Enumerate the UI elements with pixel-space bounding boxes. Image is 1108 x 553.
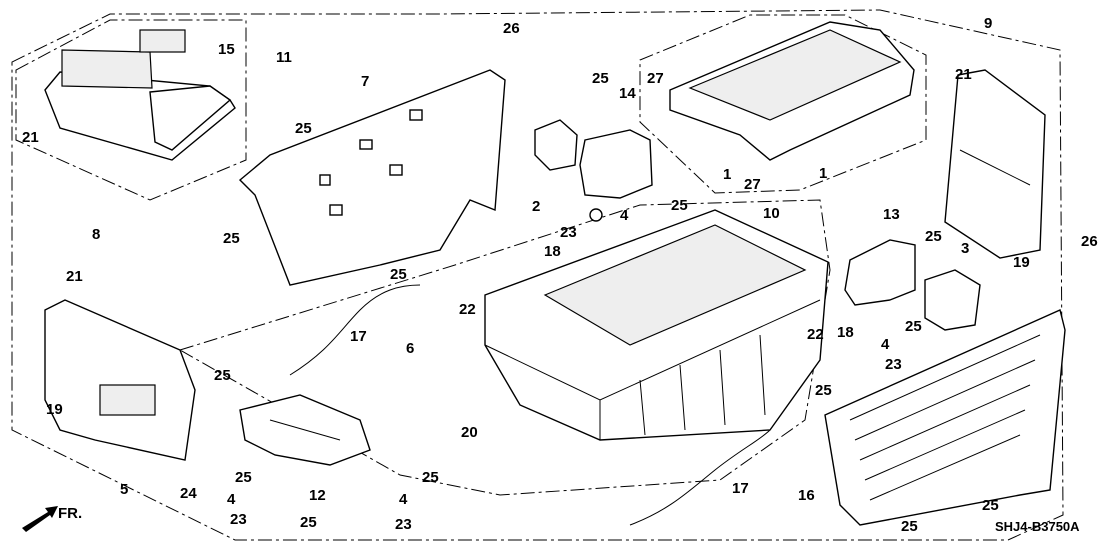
callout-21: 21 [66, 268, 83, 285]
group-boundary-outer [11, 9, 1064, 541]
callout-4: 4 [399, 491, 408, 508]
callout-26: 26 [1081, 233, 1098, 250]
callout-25: 25 [223, 230, 240, 247]
callout-25: 25 [925, 228, 942, 245]
front-arrow-icon [22, 506, 58, 532]
callout-25: 25 [422, 469, 439, 486]
callout-16: 16 [798, 487, 815, 504]
callout-23: 23 [885, 356, 902, 373]
cable-17-lower [629, 429, 771, 526]
callout-18: 18 [837, 324, 854, 341]
callout-4: 4 [620, 207, 629, 224]
callout-7: 7 [361, 73, 369, 90]
callout-11: 11 [276, 49, 292, 66]
front-direction-label: FR. [58, 505, 82, 522]
group-boundary-11 [15, 19, 247, 201]
callout-25: 25 [815, 382, 832, 399]
callout-15: 15 [218, 41, 235, 58]
callout-27: 27 [647, 70, 664, 87]
callout-12: 12 [309, 487, 326, 504]
callout-25: 25 [235, 469, 252, 486]
part-8-side-panel [44, 299, 196, 461]
callout-25: 25 [982, 497, 999, 514]
callout-1: 1 [723, 166, 731, 183]
part-16-side-panel [824, 309, 1066, 526]
part-10-armrest-lid [669, 21, 915, 161]
group-boundary-10 [639, 14, 927, 194]
part-11-tray [44, 29, 236, 161]
callout-22: 22 [459, 301, 476, 318]
callout-5: 5 [120, 481, 128, 498]
callout-23: 23 [230, 511, 247, 528]
callout-9: 9 [984, 15, 992, 32]
callout-21: 21 [955, 66, 972, 83]
callout-19: 19 [1013, 254, 1030, 271]
part-13-3-brackets [844, 239, 981, 331]
callout-25: 25 [905, 318, 922, 335]
callout-23: 23 [395, 516, 412, 533]
part-6-console-box [484, 209, 829, 441]
callout-23: 23 [560, 224, 577, 241]
callout-18: 18 [544, 243, 561, 260]
part-9-rear-panel [944, 69, 1046, 259]
callout-14: 14 [619, 85, 636, 102]
callout-20: 20 [461, 424, 478, 441]
callout-4: 4 [227, 491, 236, 508]
callout-25: 25 [671, 197, 688, 214]
callout-27: 27 [744, 176, 761, 193]
callout-2: 2 [532, 198, 540, 215]
callout-25: 25 [901, 518, 918, 535]
callout-24: 24 [180, 485, 197, 502]
part-12-latch [239, 394, 371, 466]
callout-21: 21 [22, 129, 39, 146]
part-2-14-brackets [534, 119, 653, 222]
callout-6: 6 [406, 340, 414, 357]
callout-25: 25 [390, 266, 407, 283]
callout-13: 13 [883, 206, 900, 223]
callout-22: 22 [807, 326, 824, 343]
callout-25: 25 [295, 120, 312, 137]
callout-25: 25 [592, 70, 609, 87]
cable-17-upper [289, 284, 421, 376]
callout-25: 25 [214, 367, 231, 384]
callout-17: 17 [350, 328, 367, 345]
callout-4: 4 [881, 336, 890, 353]
callout-17: 17 [732, 480, 749, 497]
callout-19: 19 [46, 401, 63, 418]
part-7-side-panel [238, 69, 506, 286]
diagram-code: SHJ4-B3750A [995, 519, 1080, 534]
callout-26: 26 [503, 20, 520, 37]
callout-1: 1 [819, 165, 827, 182]
callout-10: 10 [763, 205, 780, 222]
callout-3: 3 [961, 240, 969, 257]
callout-8: 8 [92, 226, 100, 243]
callout-25: 25 [300, 514, 317, 531]
